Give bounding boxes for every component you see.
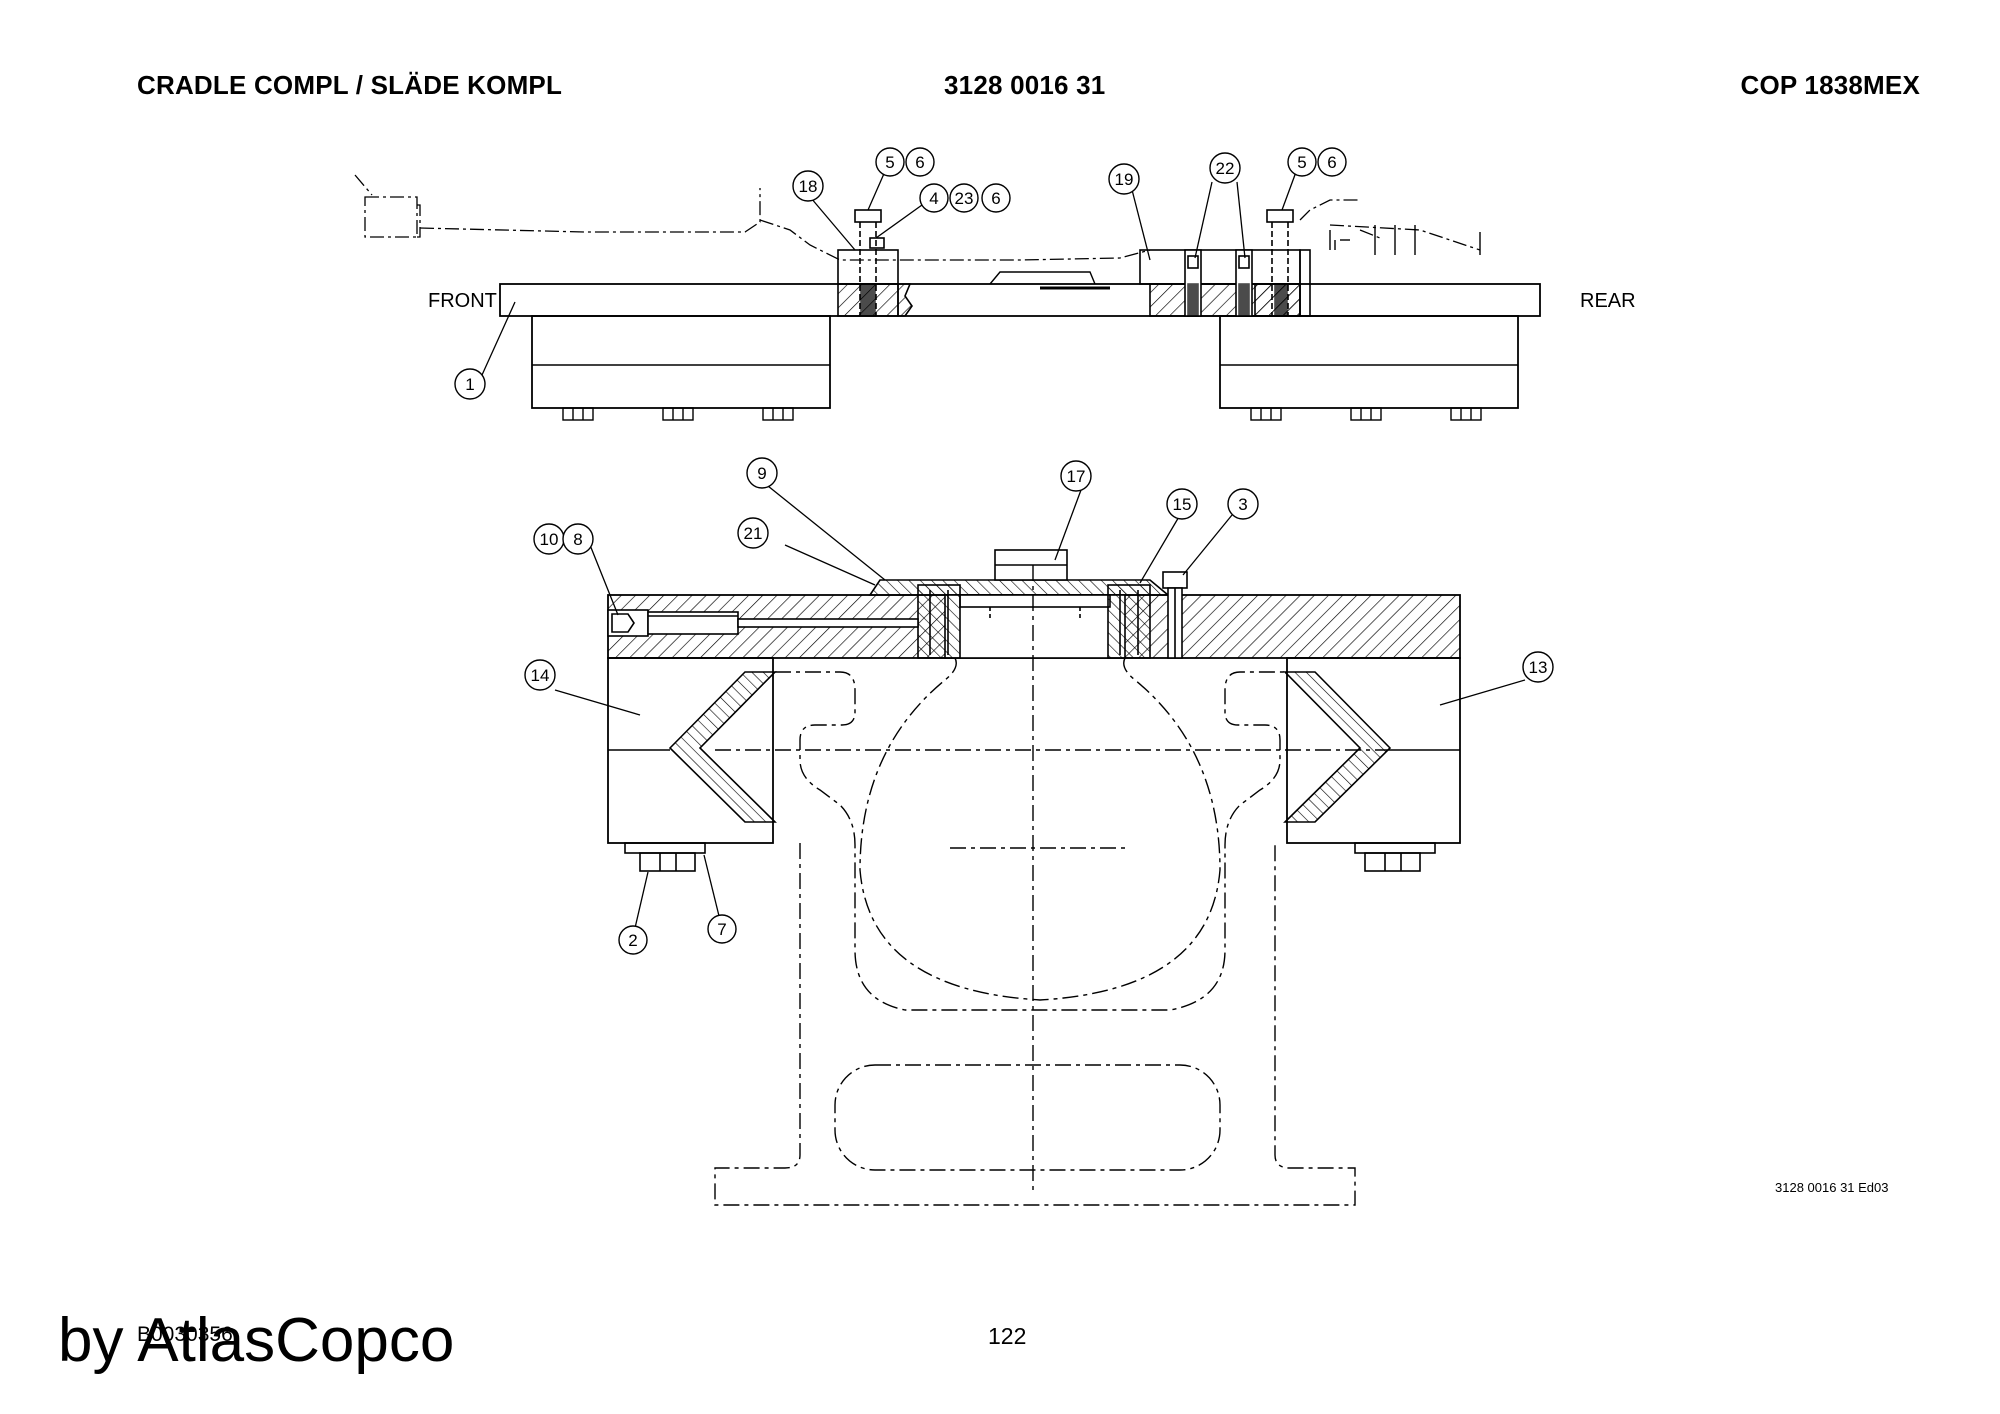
- svg-text:18: 18: [799, 177, 818, 196]
- svg-text:8: 8: [573, 530, 582, 549]
- svg-text:22: 22: [1216, 159, 1235, 178]
- svg-text:14: 14: [531, 666, 550, 685]
- callout-1: 1: [454, 368, 486, 400]
- callout-19: 19: [1108, 163, 1140, 195]
- nuts-bottom: [562, 407, 1482, 421]
- svg-text:23: 23: [955, 189, 974, 208]
- front-label: FRONT: [428, 290, 497, 312]
- callout-6: 6: [981, 183, 1011, 213]
- svg-text:5: 5: [885, 153, 894, 172]
- callout-2: 2: [618, 925, 648, 955]
- phantom-drill-section: [714, 565, 1390, 1206]
- callout-6: 6: [1317, 147, 1347, 177]
- callout-21: 21: [737, 517, 769, 549]
- left-slide-block: [531, 315, 831, 409]
- callout-14: 14: [524, 659, 556, 691]
- model-name: COP 1838MEX: [1740, 70, 1920, 100]
- right-slide-block: [1219, 315, 1519, 409]
- phantom-rock-drill: [354, 174, 1481, 261]
- callout-5: 5: [875, 147, 905, 177]
- callout-9: 9: [746, 457, 778, 489]
- svg-text:21: 21: [744, 524, 763, 543]
- svg-text:6: 6: [915, 153, 924, 172]
- callout-23: 23: [949, 183, 979, 213]
- svg-text:17: 17: [1067, 467, 1086, 486]
- callout-17: 17: [1060, 460, 1092, 492]
- callout-6: 6: [905, 147, 935, 177]
- callout-5: 5: [1287, 147, 1317, 177]
- svg-text:9: 9: [757, 464, 766, 483]
- edition-label: 3128 0016 31 Ed03: [1775, 1180, 1889, 1195]
- top-leaders: [481, 159, 1297, 376]
- callout-7: 7: [707, 914, 737, 944]
- cross-section-view: [607, 549, 1461, 872]
- rear-label: REAR: [1580, 290, 1636, 312]
- callouts-top: 1 4 23 6 5 6 18 19 22 5 6: [454, 147, 1347, 400]
- svg-text:13: 13: [1529, 658, 1548, 677]
- callout-13: 13: [1522, 651, 1554, 683]
- callout-4: 4: [919, 183, 949, 213]
- callout-10: 10: [533, 523, 565, 555]
- doc-number: B0030356: [137, 1323, 233, 1346]
- callouts-section: 9 17 15 3 21 10 8 14 13 2 7: [524, 457, 1554, 955]
- svg-text:1: 1: [465, 375, 474, 394]
- section-leaders: [554, 485, 1526, 929]
- svg-text:19: 19: [1115, 170, 1134, 189]
- callout-8: 8: [562, 523, 594, 555]
- page-number: 122: [988, 1323, 1027, 1349]
- callout-15: 15: [1166, 488, 1198, 520]
- svg-text:3: 3: [1238, 495, 1247, 514]
- svg-text:6: 6: [1327, 153, 1336, 172]
- callout-18: 18: [792, 170, 824, 202]
- svg-text:6: 6: [991, 189, 1000, 208]
- callout-22: 22: [1209, 152, 1241, 184]
- callout-3: 3: [1227, 488, 1259, 520]
- svg-text:7: 7: [717, 920, 726, 939]
- part-number: 3128 0016 31: [944, 70, 1106, 100]
- svg-text:10: 10: [540, 530, 559, 549]
- svg-text:15: 15: [1173, 495, 1192, 514]
- svg-text:2: 2: [628, 931, 637, 950]
- beam-plate: [499, 283, 1541, 317]
- svg-text:5: 5: [1297, 153, 1306, 172]
- page-title: CRADLE COMPL / SLÄDE KOMPL: [137, 70, 563, 100]
- svg-text:4: 4: [929, 189, 938, 208]
- top-side-view: [354, 159, 1541, 421]
- watermark: by AtlasCopco: [58, 1306, 455, 1375]
